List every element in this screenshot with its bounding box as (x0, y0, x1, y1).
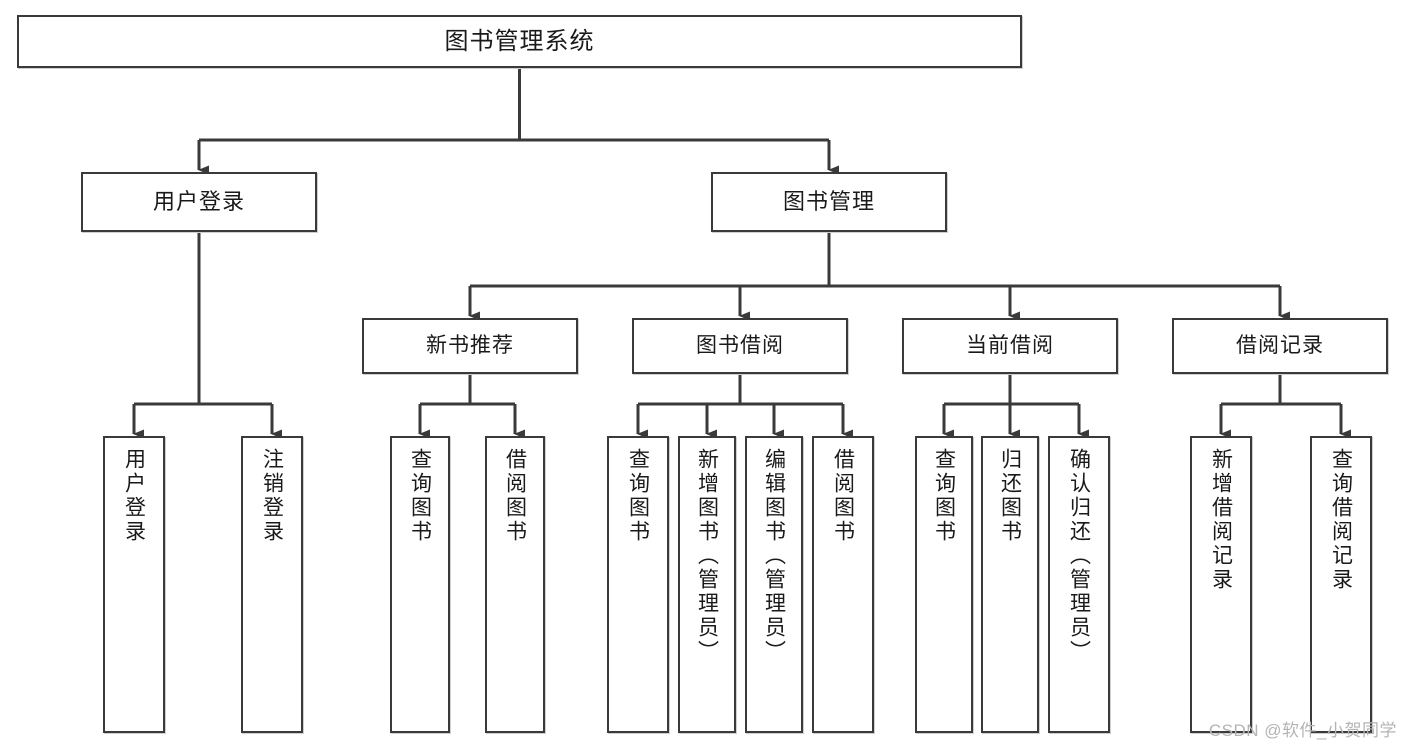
node-label: 借阅图书 (503, 448, 527, 544)
node-label: 新增借阅记录 (1209, 448, 1233, 592)
node-label: 当前借阅 (966, 333, 1054, 357)
node-leaf-logout[interactable]: 注销登录 (241, 436, 303, 733)
node-label: 图书管理系统 (444, 27, 595, 55)
node-leaf-query-borrow-record[interactable]: 查询借阅记录 (1310, 436, 1372, 733)
node-book-manage[interactable]: 图书管理 (711, 172, 947, 232)
node-label: 用户登录 (152, 189, 245, 215)
node-new-book-rec[interactable]: 新书推荐 (362, 318, 578, 374)
node-label: 注销登录 (260, 448, 284, 544)
node-leaf-query-book-bb[interactable]: 查询图书 (607, 436, 669, 733)
node-label: 查询图书 (626, 448, 650, 544)
node-label: 借阅图书 (831, 448, 855, 544)
node-label: 确认归还（管理员） (1067, 448, 1091, 664)
node-leaf-query-book-rec[interactable]: 查询图书 (390, 436, 450, 733)
node-leaf-edit-book-admin[interactable]: 编辑图书（管理员） (745, 436, 803, 733)
node-label: 归还图书 (998, 448, 1022, 544)
node-label: 用户登录 (122, 448, 146, 544)
node-label: 新书推荐 (426, 333, 514, 357)
node-borrow-record[interactable]: 借阅记录 (1172, 318, 1388, 374)
node-leaf-borrow-book-rec[interactable]: 借阅图书 (485, 436, 545, 733)
node-label: 新增图书（管理员） (695, 448, 719, 664)
node-leaf-borrow-book-bb[interactable]: 借阅图书 (812, 436, 874, 733)
node-user-login[interactable]: 用户登录 (81, 172, 317, 232)
node-leaf-add-book-admin[interactable]: 新增图书（管理员） (678, 436, 736, 733)
node-root-system[interactable]: 图书管理系统 (17, 15, 1022, 68)
node-leaf-confirm-return[interactable]: 确认归还（管理员） (1048, 436, 1110, 733)
node-label: 查询图书 (932, 448, 956, 544)
node-label: 查询图书 (408, 448, 432, 544)
node-leaf-query-book-cb[interactable]: 查询图书 (915, 436, 973, 733)
node-label: 借阅记录 (1236, 333, 1324, 357)
node-current-borrow[interactable]: 当前借阅 (902, 318, 1118, 374)
node-book-borrow[interactable]: 图书借阅 (632, 318, 848, 374)
node-leaf-return-book[interactable]: 归还图书 (981, 436, 1039, 733)
node-label: 图书管理 (782, 189, 875, 215)
node-leaf-add-borrow-record[interactable]: 新增借阅记录 (1190, 436, 1252, 733)
node-label: 编辑图书（管理员） (762, 448, 786, 664)
node-leaf-user-login[interactable]: 用户登录 (103, 436, 165, 733)
node-label: 图书借阅 (696, 333, 784, 357)
node-label: 查询借阅记录 (1329, 448, 1353, 592)
